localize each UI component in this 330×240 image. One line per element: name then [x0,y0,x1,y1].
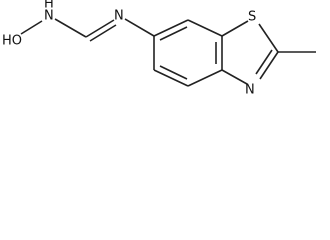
bond-thiazole-c-s [221,20,249,37]
bond-ring-inner-1 [159,26,188,41]
atom-label-sulfur: S [248,10,256,25]
chemical-structure-diagram: HO N H N S N [2,0,316,98]
bond-ring-1 [153,19,189,37]
bond-ring-2 [187,19,223,37]
bond-c-n-double-a [85,19,115,38]
bond-ring-inner-3 [159,65,188,80]
bond-n-ring [124,18,155,37]
bond-thiazole-n-c [221,69,248,85]
bond-thiazole-c-n-double-b [255,49,273,75]
atom-label-hydroxyl: HO [2,34,22,49]
bond-thiazole-s-c [258,23,279,53]
bond-nh-c [54,18,87,38]
atom-label-n-hydroxyamine-h: H [44,0,54,12]
atom-label-n-thiazole: N [245,83,255,98]
atom-label-n-hydroxyamine: N [44,9,54,24]
atom-label-n-imine: N [114,9,124,24]
bond-o-n [20,20,43,35]
bond-ring-5 [153,69,189,87]
bond-c-n-double-b [89,24,117,42]
bond-thiazole-c-n-double-a [259,51,279,80]
bond-ring-4 [187,69,223,87]
